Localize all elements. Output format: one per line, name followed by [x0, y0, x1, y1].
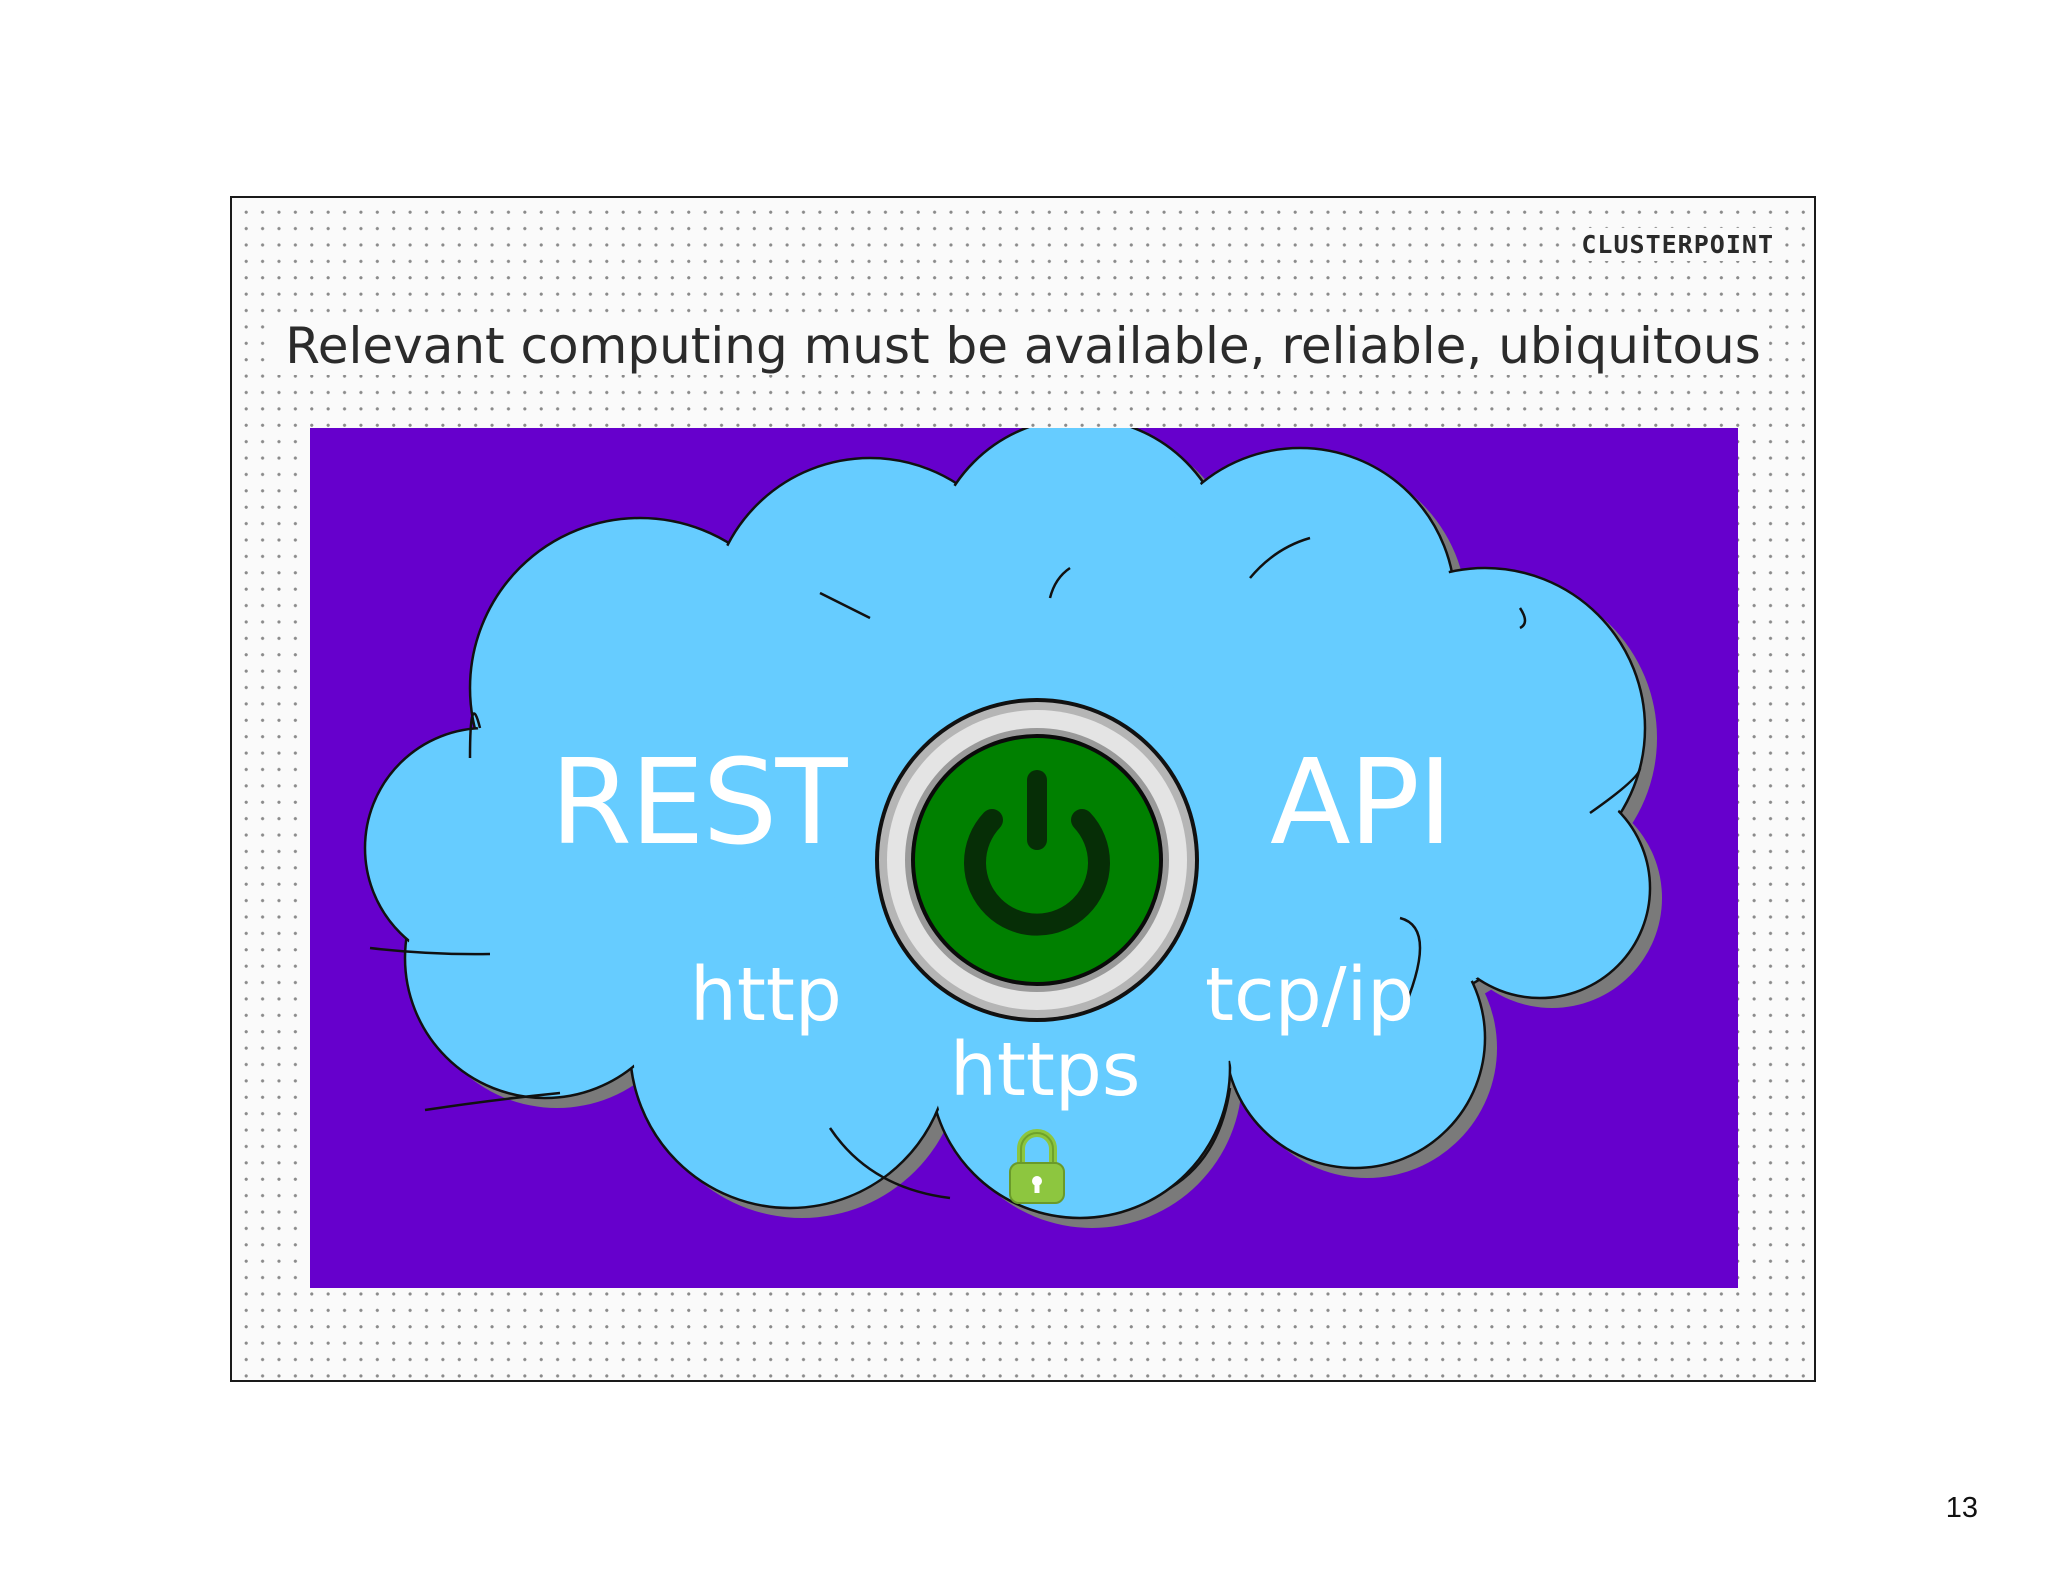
cloud-label-http: http	[690, 952, 842, 1038]
cloud-label-api: API	[1270, 733, 1453, 871]
brand-logo: CLUSTERPOINT	[1577, 228, 1778, 261]
cloud-label-tcp-ip: tcp/ip	[1205, 952, 1415, 1038]
page-number: 13	[1945, 1492, 1978, 1524]
cloud-label-https: https	[950, 1027, 1141, 1113]
illustration-panel: REST API http tcp/ip https	[310, 428, 1738, 1288]
slide-title: Relevant computing must be available, re…	[232, 316, 1814, 376]
slide-title-text: Relevant computing must be available, re…	[277, 317, 1769, 375]
cloud-seams	[369, 536, 1642, 1200]
power-button-icon	[875, 698, 1199, 1022]
cloud-label-rest: REST	[550, 733, 848, 871]
slide-frame: CLUSTERPOINT Relevant computing must be …	[230, 196, 1816, 1382]
padlock-icon	[1009, 1129, 1065, 1204]
cloud-illustration	[363, 428, 1662, 1228]
